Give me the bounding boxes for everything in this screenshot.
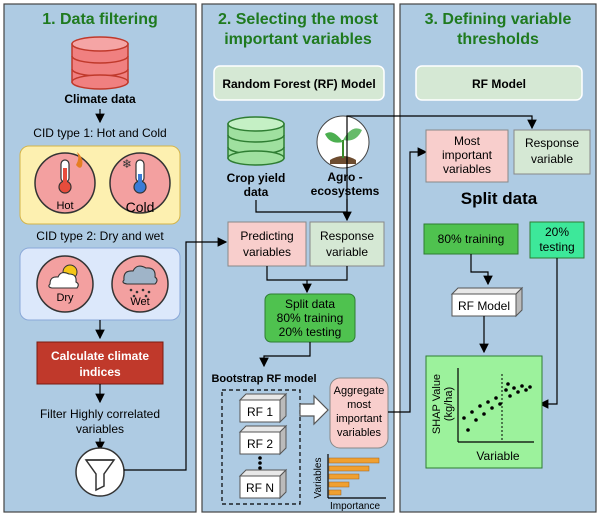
predicting-variables-box <box>227 221 307 267</box>
rf-model-box-3 <box>415 65 583 101</box>
split-line2: 80% training <box>277 311 344 325</box>
importance-bar <box>328 457 380 464</box>
filter-line2: variables <box>76 422 124 436</box>
shap-axis-line2: (kg/ha) <box>443 387 455 421</box>
aggregate-line2: most <box>347 399 371 411</box>
thermometer-cold-icon: ❄ <box>122 157 147 194</box>
response3-line1: Response <box>525 136 579 150</box>
testing-line1: 20% <box>545 225 569 239</box>
rf-model-small-label: RF Model <box>458 299 510 313</box>
aggregate-arrow <box>299 394 329 426</box>
rf2-box <box>238 424 288 456</box>
thermometer-hot-icon <box>58 152 83 194</box>
importance-axis-label: Importance <box>330 501 380 512</box>
response-line1: Response <box>320 229 374 243</box>
training-label: 80% training <box>438 232 505 246</box>
rf-model-label: Random Forest (RF) Model <box>222 77 375 91</box>
database-icon <box>71 36 129 90</box>
rain-cloud-icon <box>122 265 158 298</box>
wet-label: Wet <box>130 296 149 308</box>
panel2-title-line2: important variables <box>224 31 372 48</box>
calculate-indices-box <box>36 341 164 385</box>
most-important-box <box>425 129 509 183</box>
predicting-line1: Predicting <box>240 229 293 243</box>
aggregate-line4: variables <box>337 427 382 439</box>
funnel-icon <box>75 447 125 497</box>
importance-bar <box>328 465 370 472</box>
panel2-title-line1: 2. Selecting the most <box>218 11 379 28</box>
testing-box <box>529 221 585 259</box>
calculate-line2: indices <box>79 365 121 379</box>
response-line2: variable <box>326 245 368 259</box>
crop-yield-line1: Crop yield <box>227 171 286 185</box>
importance-chart <box>327 454 386 499</box>
cid-type2-label: CID type 2: Dry and wet <box>36 229 164 243</box>
predicting-line2: variables <box>243 245 291 259</box>
rfn-box <box>238 468 288 500</box>
rf1-box <box>238 392 288 424</box>
variables-axis-label: Variables <box>313 458 324 499</box>
rf1-label: RF 1 <box>247 405 273 419</box>
response-variable-box-3 <box>513 129 591 175</box>
calculate-line1: Calculate climate <box>51 349 149 363</box>
agro-line1: Agro - <box>327 170 362 184</box>
hot-label: Hot <box>56 200 73 212</box>
plant-icon <box>316 115 370 169</box>
variable-axis-label: Variable <box>476 449 519 463</box>
split-line3: 20% testing <box>279 325 342 339</box>
split-data-title: Split data <box>461 189 538 208</box>
filter-line1: Filter Highly correlated <box>40 407 160 421</box>
shap-plot <box>425 355 543 469</box>
crop-database-icon <box>227 116 285 166</box>
importance-bar <box>328 489 342 496</box>
panel3-title-line1: 3. Defining variable <box>425 11 572 28</box>
bootstrap-group <box>221 389 301 505</box>
aggregate-box <box>329 377 389 449</box>
rfn-label: RF N <box>246 481 274 495</box>
cid-type1-label: CID type 1: Hot and Cold <box>33 126 166 140</box>
agro-line2: ecosystems <box>311 184 380 198</box>
climate-data-label: Climate data <box>64 92 136 106</box>
testing-line2: testing <box>539 240 574 254</box>
importance-bar <box>328 473 360 480</box>
aggregate-line1: Aggregate <box>334 385 385 397</box>
dry-label: Dry <box>56 292 74 304</box>
rf-model-box <box>213 65 385 101</box>
most-line1: Most <box>454 134 481 148</box>
rf2-label: RF 2 <box>247 437 273 451</box>
panel3-title-line2: thresholds <box>457 31 539 48</box>
response3-line2: variable <box>531 152 573 166</box>
crop-yield-line2: data <box>244 185 269 199</box>
aggregate-line3: important <box>336 413 382 425</box>
sun-cloud-icon <box>48 264 79 289</box>
shap-points <box>462 382 532 432</box>
rf-model3-label: RF Model <box>472 77 526 91</box>
split-line1: Split data <box>285 297 335 311</box>
most-line3: variables <box>443 162 491 176</box>
importance-bar <box>328 481 350 488</box>
svg-text:❄: ❄ <box>122 157 132 171</box>
panel1-title: 1. Data filtering <box>42 11 158 28</box>
cold-label: Cold <box>126 199 155 215</box>
bootstrap-label: Bootstrap RF model <box>211 373 316 385</box>
most-line2: important <box>442 148 493 162</box>
shap-axis-line1: SHAP Value <box>431 374 443 434</box>
response-variable-box <box>309 221 385 267</box>
